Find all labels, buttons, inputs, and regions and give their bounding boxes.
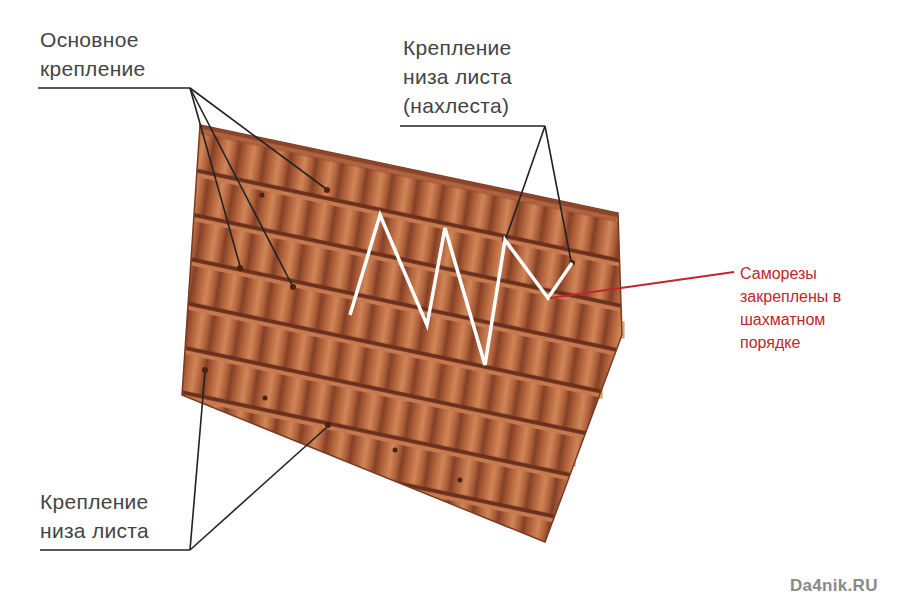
callout-label: Крепление низа листа: [40, 487, 185, 545]
callout-label: Основное крепление: [40, 25, 190, 83]
note-label: Саморезы закреплены в шахматном порядке: [740, 262, 870, 354]
watermark: Da4nik.RU: [790, 576, 910, 596]
callout-label: Крепление низа листа (нахлеста): [403, 33, 543, 120]
